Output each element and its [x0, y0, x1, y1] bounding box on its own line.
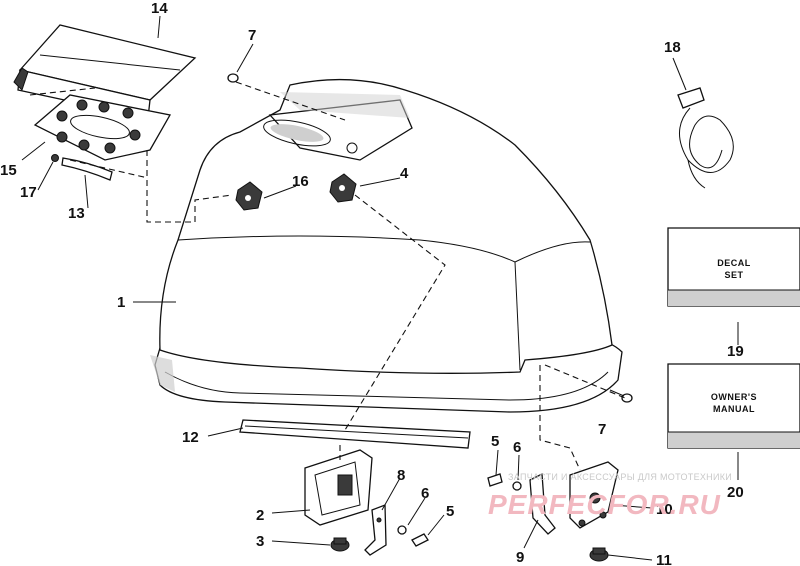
callout-14: 14 — [151, 0, 168, 17]
screw-5-right — [487, 473, 503, 487]
watermark-caption: ЗАПЧАСТИ И АКСЕССУАРЫ ДЛЯ МОТОТЕХНИКИ — [508, 472, 732, 482]
decal-set-box: DECAL SET — [667, 227, 800, 307]
lanyard-cord-18 — [677, 87, 734, 189]
callout-7-right: 7 — [598, 421, 606, 438]
manual-label-line1: OWNER'S — [711, 392, 757, 402]
screw-5-left — [411, 533, 429, 547]
grommet-4 — [329, 173, 357, 203]
seal-strip-12 — [239, 419, 471, 449]
callout-19: 19 — [727, 343, 744, 360]
decal-label-line1: DECAL — [717, 258, 751, 268]
callout-12: 12 — [182, 429, 199, 446]
callout-17: 17 — [20, 184, 37, 201]
callout-7-top: 7 — [248, 27, 256, 44]
screw-7-right — [609, 389, 633, 403]
callout-16: 16 — [292, 173, 309, 190]
washer-6-left — [397, 525, 407, 535]
callout-6-right: 6 — [513, 439, 521, 456]
leader-lines — [21, 15, 739, 561]
bracket-8 — [364, 504, 387, 556]
assembly-dashed-lines — [29, 81, 626, 471]
callout-13: 13 — [68, 205, 85, 222]
watermark-logo: PERFECFOR.RU — [488, 489, 721, 520]
washer-6-right — [512, 481, 522, 491]
seal-strip-13 — [61, 157, 113, 181]
callout-1: 1 — [117, 294, 125, 311]
callout-10: 10 — [656, 501, 673, 518]
callout-6-left: 6 — [421, 485, 429, 502]
callout-3: 3 — [256, 533, 264, 550]
bracket-9 — [529, 472, 556, 535]
motor-cover — [150, 78, 623, 413]
screw-17 — [51, 154, 59, 162]
owners-manual-box: OWNER'S MANUAL — [667, 363, 800, 449]
callout-15: 15 — [0, 162, 17, 179]
grommet-3 — [330, 537, 350, 552]
grommet-16 — [235, 181, 263, 211]
latch-bracket-2 — [304, 449, 373, 526]
manual-label-line2: MANUAL — [713, 404, 755, 414]
callout-20: 20 — [727, 484, 744, 501]
callout-2: 2 — [256, 507, 264, 524]
callout-11: 11 — [656, 552, 672, 566]
callout-9: 9 — [516, 549, 524, 566]
latch-10 — [569, 461, 619, 529]
callout-5-left: 5 — [446, 503, 454, 520]
screw-7-top — [227, 73, 239, 83]
gasket-plate — [33, 94, 172, 161]
callout-numbers: 14 7 18 16 4 15 17 13 1 19 12 7 5 6 8 6 … — [0, 0, 744, 566]
callout-4: 4 — [400, 165, 409, 182]
decal-label-line2: SET — [724, 270, 743, 280]
grommet-11 — [589, 547, 609, 562]
callout-8: 8 — [397, 467, 405, 484]
callout-18: 18 — [664, 39, 681, 56]
watermark: ЗАПЧАСТИ И АКСЕССУАРЫ ДЛЯ МОТОТЕХНИКИ PE… — [488, 472, 732, 520]
callout-5-right: 5 — [491, 433, 499, 450]
